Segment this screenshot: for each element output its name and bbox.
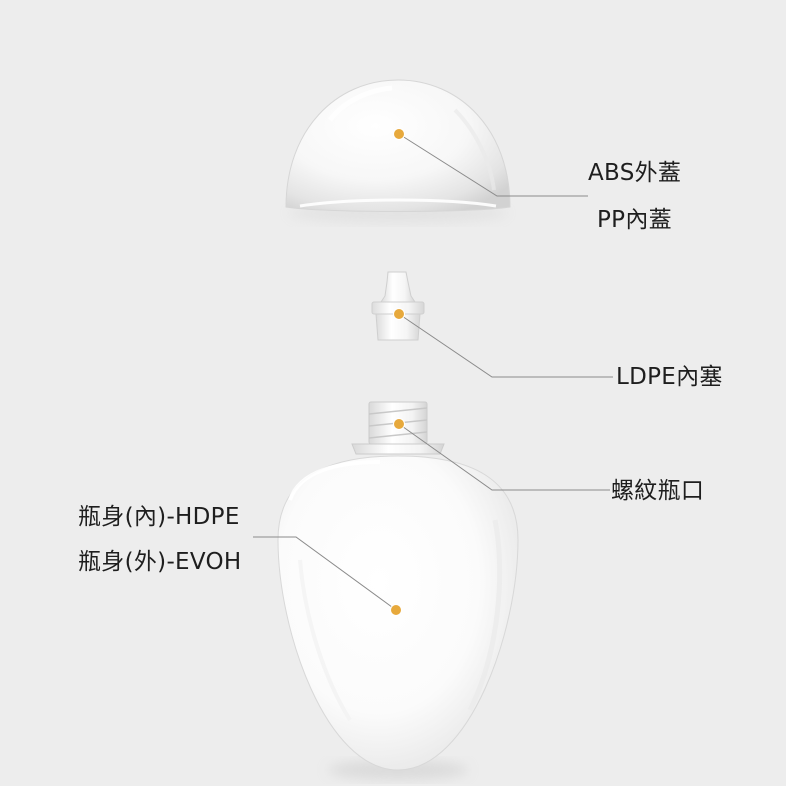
- label-inner-cap: PP內蓋: [597, 207, 672, 233]
- callout-lines: [253, 133, 613, 611]
- callout-dot-body: [390, 604, 402, 616]
- callout-line-body: [253, 536, 397, 611]
- callout-dot-thread-neck: [393, 418, 405, 430]
- callout-dots: [390, 128, 405, 616]
- label-inner-plug: LDPE內塞: [616, 364, 723, 390]
- label-outer-cap: ABS外蓋: [588, 160, 682, 186]
- callout-line-thread-neck: [398, 423, 610, 491]
- callout-dot-inner-plug: [393, 308, 405, 320]
- label-body-outer: 瓶身(外)-EVOH: [78, 549, 242, 575]
- outer-cap-part: [285, 79, 511, 223]
- bottle-body-part: [277, 455, 519, 780]
- inner-plug-part: [371, 271, 425, 341]
- callout-dot-outer-cap: [393, 128, 405, 140]
- callout-line-outer-cap: [398, 133, 588, 197]
- label-body-inner: 瓶身(內)-HDPE: [78, 504, 240, 530]
- callout-line-inner-plug: [398, 313, 613, 378]
- label-thread-neck: 螺紋瓶口: [611, 478, 705, 504]
